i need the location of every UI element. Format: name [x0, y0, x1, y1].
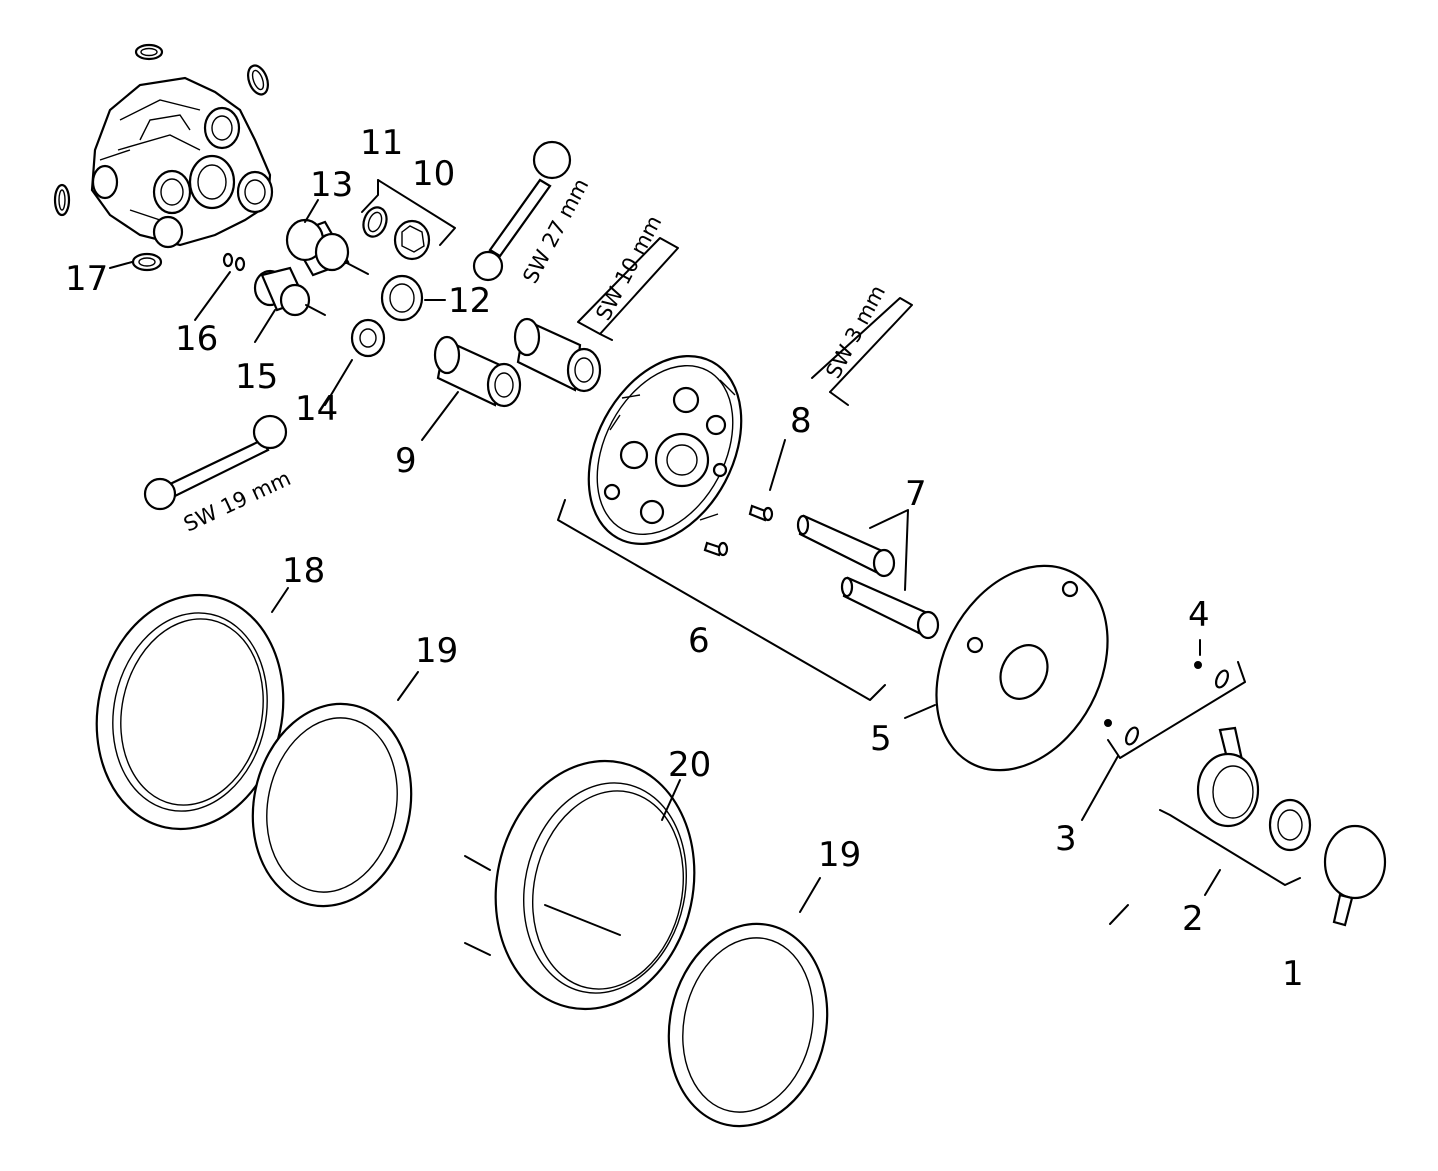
leader-lines [109, 179, 1301, 925]
screw-and-ring-3 [1104, 719, 1140, 746]
wrench-27mm-icon: SW 27 mm [472, 140, 593, 287]
callout-7: 7 [905, 474, 927, 514]
valve-body [90, 76, 274, 249]
callout-15: 15 [235, 357, 278, 397]
nut-10 [393, 219, 431, 261]
handle-1 [1323, 824, 1387, 927]
mounting-plate [587, 355, 743, 545]
adapter-2 [1196, 726, 1312, 852]
body-o-rings [53, 43, 269, 272]
callout-numbers: 1 2 3 4 5 6 7 8 9 10 11 12 13 14 15 16 1… [65, 123, 1304, 994]
callout-18: 18 [282, 551, 325, 591]
gasket-19-lower [667, 922, 829, 1128]
trim-ring-18 [95, 593, 285, 831]
screws-8 [703, 504, 774, 557]
gasket-19-upper [251, 702, 413, 908]
callout-17: 17 [65, 259, 108, 299]
o-ring-11 [362, 206, 388, 238]
rosette [935, 564, 1109, 772]
mounting-ring-20 [464, 759, 696, 1011]
tool-label-sw27: SW 27 mm [518, 174, 593, 287]
extension-9a [433, 335, 522, 408]
callout-19-lower: 19 [818, 835, 861, 875]
callout-8: 8 [790, 401, 812, 441]
callout-9: 9 [395, 441, 417, 481]
bushing-14 [350, 318, 386, 358]
callout-6: 6 [688, 621, 710, 661]
hex-key-3mm-icon: SW 3 mm [811, 281, 913, 406]
callout-5: 5 [870, 719, 892, 759]
cartridge-13 [285, 218, 369, 277]
callout-10: 10 [412, 154, 455, 194]
pins-7 [796, 514, 940, 640]
callout-11: 11 [360, 123, 403, 163]
callout-14: 14 [295, 389, 338, 429]
tool-label-sw10: SW 10 mm [591, 211, 666, 324]
tool-label-sw3: SW 3 mm [821, 281, 890, 382]
callout-20: 20 [668, 745, 711, 785]
callout-12: 12 [448, 281, 491, 321]
screw-and-ring-4 [1194, 661, 1230, 689]
callout-13: 13 [310, 165, 353, 205]
bushing-12 [380, 274, 424, 322]
callout-16: 16 [175, 319, 218, 359]
hex-key-10mm-icon: SW 10 mm [577, 211, 679, 341]
callout-19-upper: 19 [415, 631, 458, 671]
callout-3: 3 [1055, 819, 1077, 859]
extension-9b [513, 317, 602, 393]
callout-2: 2 [1182, 899, 1204, 939]
cartridge-15 [253, 266, 326, 317]
callout-1: 1 [1282, 954, 1304, 994]
callout-4: 4 [1188, 595, 1210, 635]
wrench-19mm-icon: SW 19 mm [143, 414, 294, 537]
o-rings-16 [222, 252, 246, 272]
